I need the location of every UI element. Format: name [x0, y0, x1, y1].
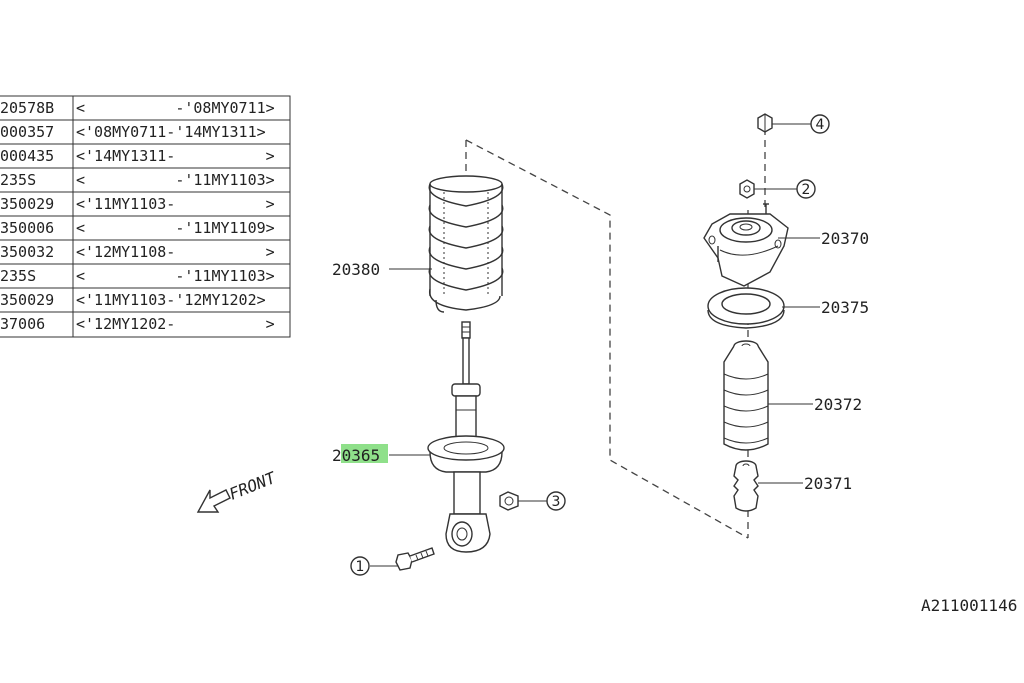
coil-spring-drawing — [428, 175, 504, 313]
table-part-number: 350006 — [0, 219, 54, 237]
table-part-number: 350029 — [0, 195, 54, 213]
table-part-number: 000357 — [0, 123, 54, 141]
table-model-range: <'11MY1103- > — [76, 195, 275, 213]
table-part-number: 350029 — [0, 291, 54, 309]
callout-nut-top: 2 — [796, 179, 816, 199]
table-part-number: 000435 — [0, 147, 54, 165]
bolt-drawing — [395, 547, 435, 571]
svg-text:2: 2 — [802, 182, 811, 198]
bumper-cover-label: 20372 — [814, 395, 862, 414]
callout-nut-cap: 4 — [810, 114, 830, 134]
table-part-number: 235S — [0, 267, 36, 285]
table-model-range: <'12MY1108- > — [76, 243, 275, 261]
svg-text:1: 1 — [356, 559, 365, 575]
upper-mount-drawing — [703, 203, 789, 287]
table-part-number: 37006 — [0, 315, 45, 333]
table-model-range: < -'08MY0711> — [76, 99, 275, 117]
front-label: FRONT — [226, 468, 279, 504]
table-model-range: < -'11MY1109> — [76, 219, 275, 237]
assembly-guide-lines — [465, 128, 766, 539]
callout-nut-lower: 3 — [546, 491, 566, 511]
nut-lower-drawing — [499, 491, 519, 511]
callout-bolt: 1 — [350, 556, 370, 576]
cap-nut-drawing — [757, 113, 773, 133]
seat-drawing — [707, 287, 785, 329]
table-model-range: <'08MY0711-'14MY1311> — [76, 123, 266, 141]
top-nut-drawing — [739, 179, 755, 199]
table-model-range: <'11MY1103-'12MY1202> — [76, 291, 266, 309]
table-model-range: < -'11MY1103> — [76, 267, 275, 285]
spring-label: 20380 — [332, 260, 380, 279]
parts-table: 20578B < -'08MY0711> 000357 <'08MY0711-'14M… — [0, 95, 291, 338]
table-model-range: < -'11MY1103> — [76, 171, 275, 189]
bump-stop-label: 20371 — [804, 474, 852, 493]
table-model-range: <'12MY1202- > — [76, 315, 275, 333]
seat-label: 20375 — [821, 298, 869, 317]
bump-stop-drawing — [733, 460, 759, 512]
table-part-number: 235S — [0, 171, 36, 189]
strut-drawing — [427, 321, 505, 553]
strut-label: 20365 — [332, 446, 380, 465]
table-part-number: 350032 — [0, 243, 54, 261]
table-part-number: 20578B — [0, 99, 54, 117]
table-model-range: <'14MY1311- > — [76, 147, 275, 165]
svg-text:4: 4 — [816, 117, 825, 133]
svg-text:3: 3 — [552, 494, 561, 510]
diagram-id-label: A211001146 — [921, 596, 1017, 615]
bumper-cover-drawing — [723, 340, 769, 451]
strut-label-highlight — [341, 444, 388, 463]
front-direction-arrow: FRONT — [196, 468, 279, 513]
mount-label: 20370 — [821, 229, 869, 248]
leader-lines — [370, 123, 820, 567]
